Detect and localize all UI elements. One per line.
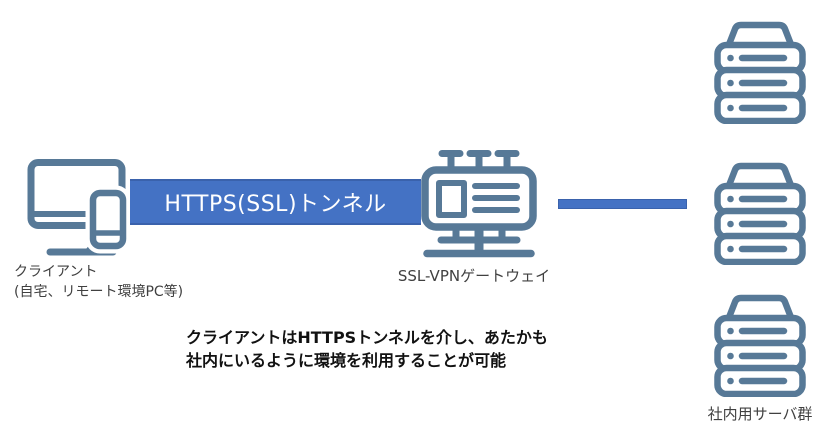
- note-line2: 社内にいるように環境を利用することが可能: [186, 350, 507, 370]
- desktop-and-mobile-icon: [27, 159, 130, 256]
- gateway-caption: SSL-VPNゲートウェイ: [397, 267, 551, 285]
- tunnel-label: HTTPS(SSL)トンネル: [164, 192, 387, 217]
- https-ssl-tunnel-bar: HTTPS(SSL)トンネル: [130, 179, 421, 225]
- server-stack-icon: [714, 294, 806, 397]
- note-line1: クライアントはHTTPSトンネルを介し、あたかも: [186, 328, 548, 347]
- client-caption: クライアント (自宅、リモート環境PC等): [14, 262, 183, 302]
- client-caption-line2: (自宅、リモート環境PC等): [14, 284, 184, 300]
- vpn-gateway-icon: [421, 150, 537, 258]
- network-link-line: [558, 199, 687, 209]
- client-caption-line1: クライアント: [14, 264, 98, 280]
- server-stack-icon: [714, 162, 806, 265]
- server-stack-icon: [714, 21, 806, 124]
- explanatory-note: クライアントはHTTPSトンネルを介し、あたかも 社内にいるように環境を利用する…: [186, 327, 548, 372]
- servers-caption: 社内用サーバ群: [707, 405, 813, 423]
